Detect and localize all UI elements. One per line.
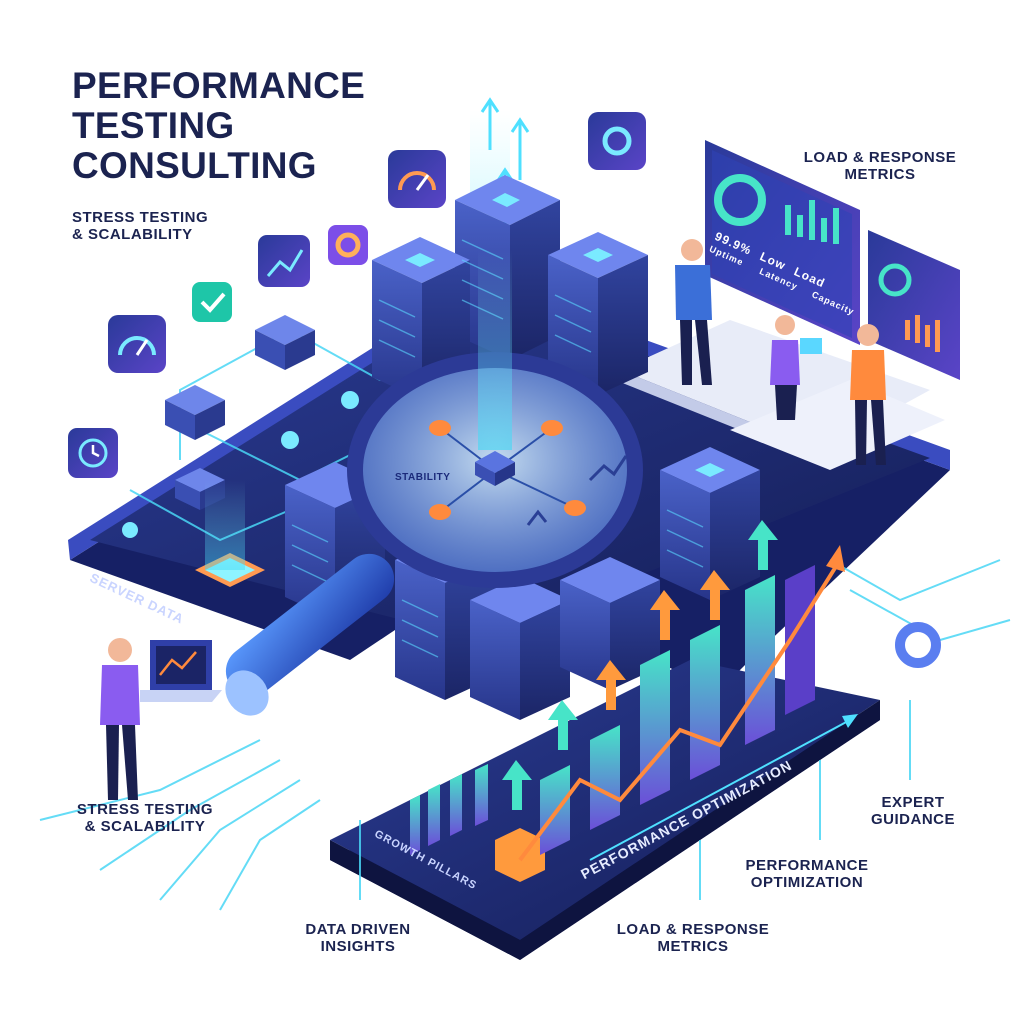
network-nodes (122, 315, 359, 587)
label-load-bottom: LOAD & RESPONSE METRICS (598, 921, 788, 956)
label-line: DATA DRIVEN (305, 921, 411, 938)
label-line: EXPERT (881, 794, 945, 811)
node-dot (122, 522, 138, 538)
label-stability: STABILITY (395, 472, 451, 483)
bar (785, 565, 815, 715)
title-line: CONSULTING (72, 144, 317, 186)
server-rack (660, 447, 760, 600)
label-line: GUIDANCE (870, 810, 955, 828)
label-expert-guidance: EXPERT GUIDANCE (838, 794, 988, 829)
label-data-driven: DATA DRIVEN INSIGHTS (278, 921, 438, 956)
growth-arrows (596, 570, 730, 710)
server-rack (548, 232, 648, 395)
circuit-lines (39, 329, 1011, 911)
clock-icon (68, 428, 118, 478)
bar (428, 784, 440, 846)
node-box (255, 315, 315, 370)
bar (690, 625, 720, 780)
label-stress-top: STRESS TESTING & SCALABILITY (72, 209, 209, 244)
bar (590, 725, 620, 830)
label-line: PERFORMANCE (745, 857, 869, 874)
page-title: PERFORMANCE TESTING CONSULTING (72, 66, 365, 186)
label-line: METRICS (844, 165, 916, 183)
node-dot (341, 391, 359, 409)
bar (410, 795, 420, 855)
title-line: TESTING (72, 104, 235, 146)
node-dot (281, 431, 299, 449)
label-line: LOAD & RESPONSE (616, 921, 770, 938)
person-tablet (770, 315, 822, 420)
person-presenter (850, 324, 886, 465)
label-stress-bottom: STRESS TESTING & SCALABILITY (60, 801, 230, 836)
dashboard-screens (705, 140, 960, 380)
bar (475, 764, 488, 826)
floating-icons (68, 112, 941, 668)
label-line: & SCALABILITY (72, 225, 193, 243)
server-rack (560, 557, 660, 690)
label-line: OPTIMIZATION (750, 873, 864, 891)
person-laptop (100, 638, 222, 800)
gear-icon (895, 622, 941, 668)
label-line: LOAD & RESPONSE (803, 149, 957, 166)
server-rack (470, 577, 570, 720)
check-icon (192, 282, 232, 322)
label-line: METRICS (657, 937, 729, 955)
magnifier-icon (225, 250, 643, 716)
gear-icon (588, 112, 646, 170)
bar (745, 575, 775, 745)
bar (640, 650, 670, 805)
person-analyst (675, 239, 712, 385)
chart-icon (258, 235, 310, 287)
bar (450, 774, 462, 836)
title-line: PERFORMANCE (72, 65, 366, 106)
growth-bars (410, 520, 858, 882)
gauge-icon (388, 150, 446, 208)
node-box (165, 385, 225, 440)
mini-bars (905, 315, 940, 352)
label-line: STRESS TESTING (76, 801, 214, 818)
gauge-icon (108, 315, 166, 373)
label-line: INSIGHTS (320, 937, 396, 955)
growth-arrows (502, 520, 778, 810)
gear-icon (328, 225, 368, 265)
people (100, 239, 886, 800)
label-load-top: LOAD & RESPONSE METRICS (790, 149, 970, 184)
label-performance-optimization: PERFORMANCE OPTIMIZATION (722, 857, 892, 892)
mini-bars (785, 200, 839, 244)
label-line: & SCALABILITY (84, 817, 206, 835)
label-line: STRESS TESTING (72, 209, 209, 226)
